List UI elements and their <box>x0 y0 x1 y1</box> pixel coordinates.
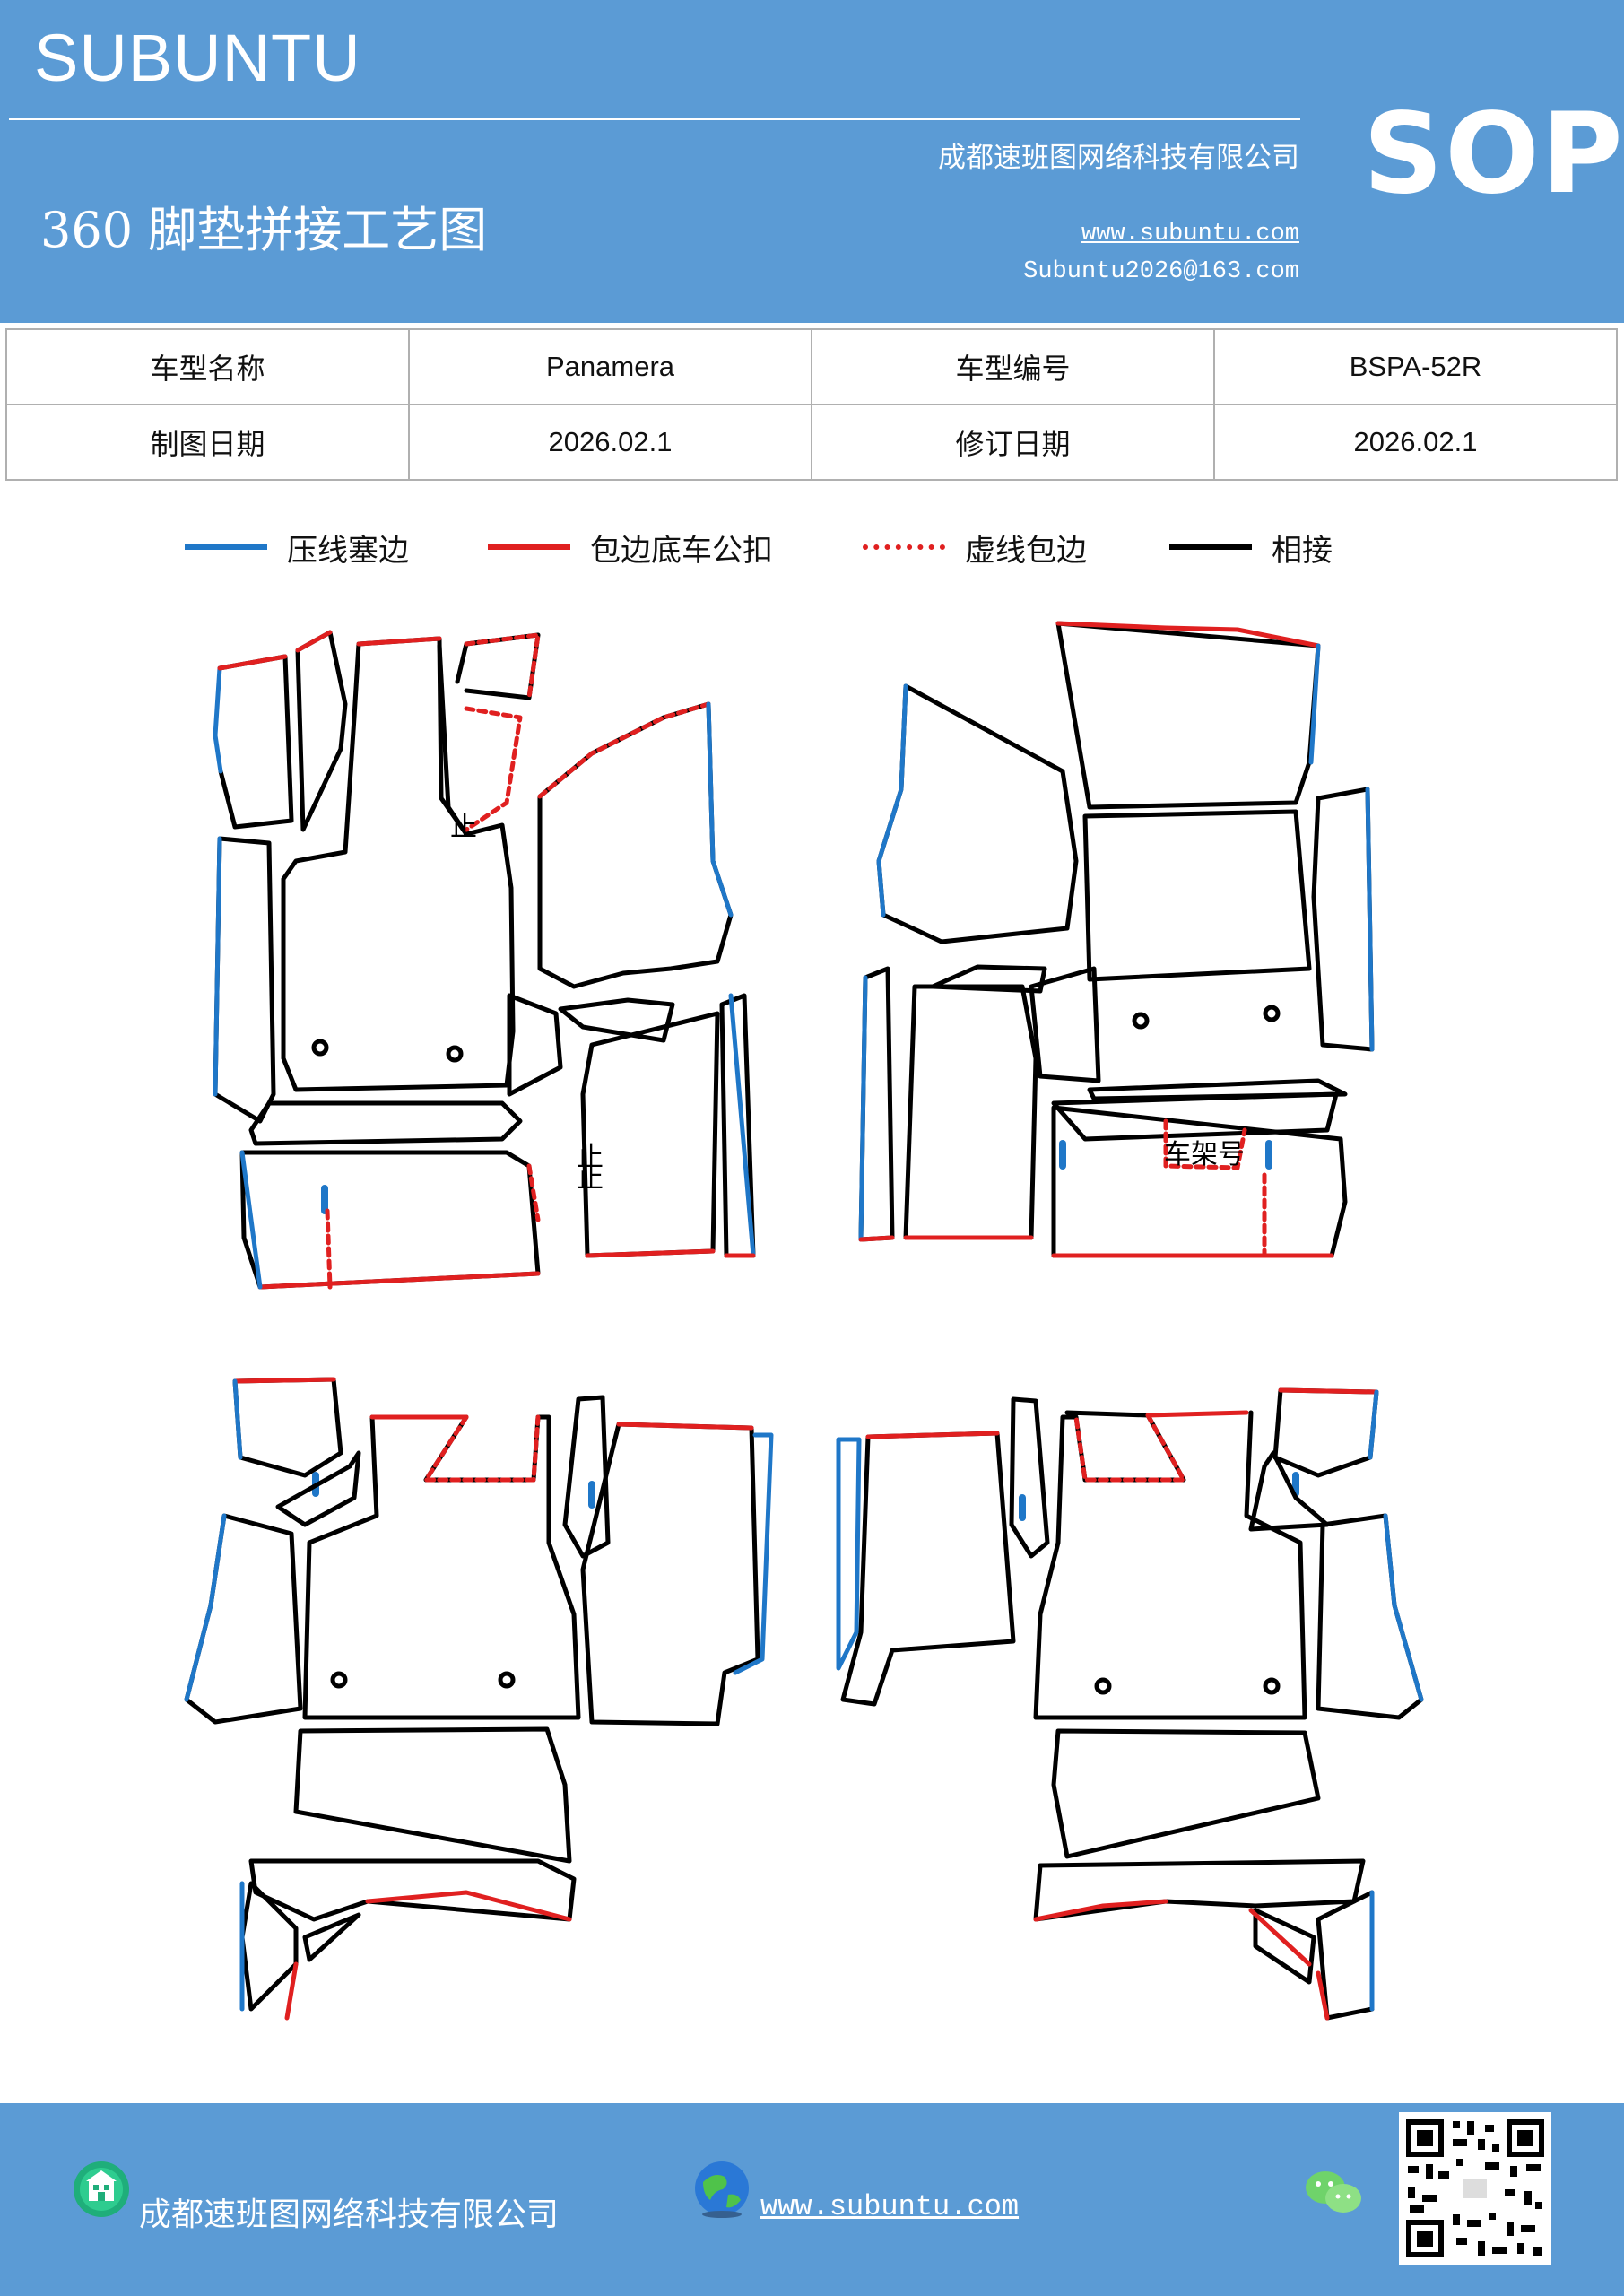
legend-item: 虚线包边 <box>863 525 1087 570</box>
rear-right-mat-group <box>836 1387 1424 2021</box>
legend-item: 包边底车公扣 <box>488 525 773 570</box>
front-right-mat-group: 车架号 <box>858 621 1375 1258</box>
footer-website-link[interactable]: www.subuntu.com <box>760 2190 1020 2223</box>
legend-swatch-red-dashed <box>863 544 945 550</box>
globe-icon <box>690 2157 753 2223</box>
stop-mark-label: 止 <box>450 812 477 843</box>
vehicle-info-table: 车型名称 Panamera 车型编号 BSPA-52R 制图日期 2026.02… <box>5 328 1618 481</box>
header-banner <box>0 0 1624 323</box>
building-icon <box>72 2160 131 2222</box>
header-website-link[interactable]: www.subuntu.com <box>1081 221 1299 248</box>
rear-left-mat-group <box>184 1377 774 2021</box>
legend-label: 包边底车公扣 <box>590 532 773 569</box>
model-name-value: Panamera <box>408 328 812 405</box>
model-name-label: 车型名称 <box>5 328 410 405</box>
legend-label: 虚线包边 <box>965 532 1087 569</box>
stop-mark-label: 止 <box>577 1142 604 1173</box>
model-code-label: 车型编号 <box>811 328 1215 405</box>
document-title: 360 脚垫拼接工艺图 <box>40 202 488 258</box>
header-divider <box>9 118 1300 120</box>
model-code-value: BSPA-52R <box>1213 328 1618 405</box>
legend-swatch-black <box>1169 544 1252 550</box>
sop-badge: SOP <box>1363 90 1624 219</box>
line-legend: 压线塞边 包边底车公扣 虚线包边 相接 <box>0 525 1624 578</box>
table-row: 车型名称 Panamera 车型编号 BSPA-52R <box>5 328 1618 405</box>
header-email: Subuntu2026@163.com <box>1023 258 1299 285</box>
stop-mark-label: 止 <box>577 1163 604 1195</box>
wechat-icon[interactable] <box>1302 2166 1365 2223</box>
legend-swatch-red <box>488 544 570 550</box>
brand-name: SUBUNTU <box>34 21 361 95</box>
header-company: 成都速班图网络科技有限公司 <box>938 142 1299 174</box>
floor-mat-diagram: 止 止 止 <box>184 621 1424 2021</box>
legend-item: 压线塞边 <box>185 525 409 570</box>
drawing-date-label: 制图日期 <box>5 404 410 481</box>
qr-code <box>1399 2112 1551 2268</box>
legend-item: 相接 <box>1169 525 1333 570</box>
legend-label: 相接 <box>1272 532 1333 569</box>
front-left-mat-group: 止 止 止 <box>213 630 756 1290</box>
revision-date-value: 2026.02.1 <box>1213 404 1618 481</box>
frame-number-label: 车架号 <box>1164 1139 1245 1170</box>
legend-label: 压线塞边 <box>287 532 409 569</box>
revision-date-label: 修订日期 <box>811 404 1215 481</box>
drawing-date-value: 2026.02.1 <box>408 404 812 481</box>
footer-company: 成都速班图网络科技有限公司 <box>139 2196 560 2233</box>
table-row: 制图日期 2026.02.1 修订日期 2026.02.1 <box>5 404 1618 481</box>
legend-swatch-blue <box>185 544 267 550</box>
